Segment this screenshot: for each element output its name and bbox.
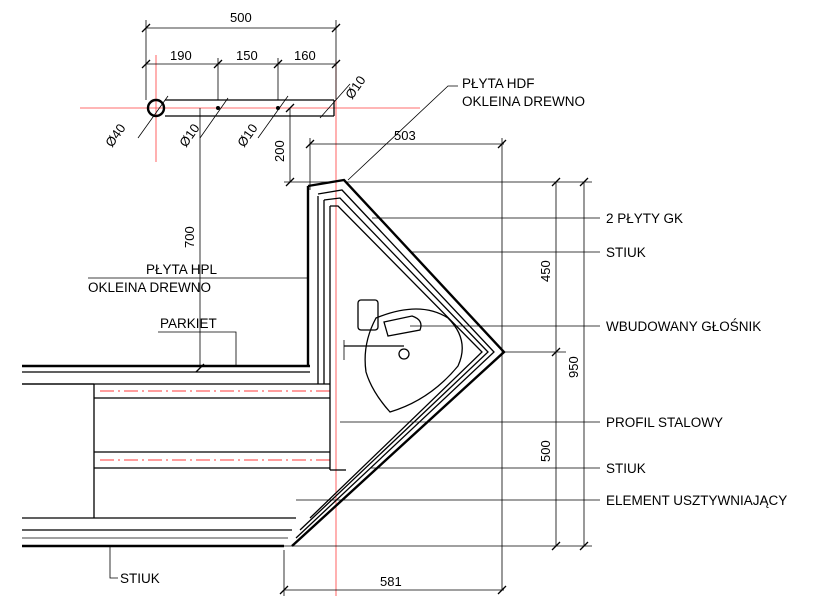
speaker-bracket bbox=[357, 299, 379, 331]
speaker-bolt bbox=[398, 348, 410, 360]
label-hdf-2: OKLEINA DREWNO bbox=[462, 94, 585, 109]
hole-40-circle bbox=[146, 98, 166, 118]
wedge-gk-2 bbox=[299, 197, 489, 531]
dim-581-text: 581 bbox=[380, 574, 402, 589]
speaker-driver bbox=[383, 315, 422, 337]
label-gk: 2 PŁYTY GK bbox=[606, 211, 683, 226]
dia-10-a-text: Ø10 bbox=[176, 121, 202, 150]
speaker bbox=[343, 299, 463, 413]
leader-stiuk-bottom bbox=[109, 546, 118, 579]
ticks-right bbox=[551, 177, 589, 551]
ticks-503 bbox=[305, 139, 507, 149]
label-hpl-2: OKLEINA DREWNO bbox=[88, 280, 211, 295]
hole-10-a bbox=[216, 106, 220, 110]
dim-500-text: 500 bbox=[230, 10, 252, 25]
dim-450-text: 450 bbox=[538, 260, 553, 282]
label-parkiet: PARKIET bbox=[160, 316, 217, 331]
wedge-outer bbox=[291, 178, 506, 547]
speaker-body bbox=[364, 308, 463, 413]
label-profil: PROFIL STALOWY bbox=[606, 415, 723, 430]
wedge-inner bbox=[309, 205, 483, 519]
dim-503-text: 503 bbox=[394, 128, 416, 143]
label-stiuk-bottom: STIUK bbox=[120, 571, 160, 586]
dim-950-text: 950 bbox=[566, 356, 581, 378]
label-stiuk-2: STIUK bbox=[606, 461, 646, 476]
label-element: ELEMENT USZTYWNIAJĄCY bbox=[606, 493, 787, 508]
right-dimensions bbox=[279, 138, 592, 596]
leader-dia40 bbox=[137, 95, 169, 139]
dia-40-text: Ø40 bbox=[102, 121, 128, 150]
label-speaker: WBUDOWANY GŁOŚNIK bbox=[606, 319, 761, 334]
callout-labels: PŁYTA HDF OKLEINA DREWNO PŁYTA HPL OKLEI… bbox=[88, 76, 787, 586]
dim-700-text: 700 bbox=[182, 226, 197, 248]
leader-dia10-b bbox=[257, 95, 289, 139]
leader-hdf bbox=[347, 85, 458, 181]
ticks-581 bbox=[279, 585, 507, 595]
dim-200-text: 200 bbox=[272, 140, 287, 162]
dia-10-b-text: Ø10 bbox=[234, 121, 260, 150]
dim-150-text: 150 bbox=[236, 48, 258, 63]
dim-160-text: 160 bbox=[294, 48, 316, 63]
leaders bbox=[88, 85, 600, 579]
dia-10-c-text: Ø10 bbox=[342, 73, 368, 102]
wedge-gk-1 bbox=[295, 189, 495, 539]
dim-190-text: 190 bbox=[170, 48, 192, 63]
ticks-200 bbox=[285, 103, 295, 187]
cross-section bbox=[22, 120, 506, 596]
leader-dia10-a bbox=[199, 97, 229, 139]
leader-dia10-c bbox=[319, 83, 351, 119]
label-hdf-1: PŁYTA HDF bbox=[462, 76, 535, 91]
label-hpl-1: PŁYTA HPL bbox=[146, 262, 218, 277]
leader-parkiet bbox=[158, 331, 237, 366]
dim-500v-text: 500 bbox=[538, 440, 553, 462]
dim-ticks bbox=[141, 23, 341, 69]
rail-detail bbox=[80, 20, 420, 373]
label-stiuk-1: STIUK bbox=[606, 245, 646, 260]
